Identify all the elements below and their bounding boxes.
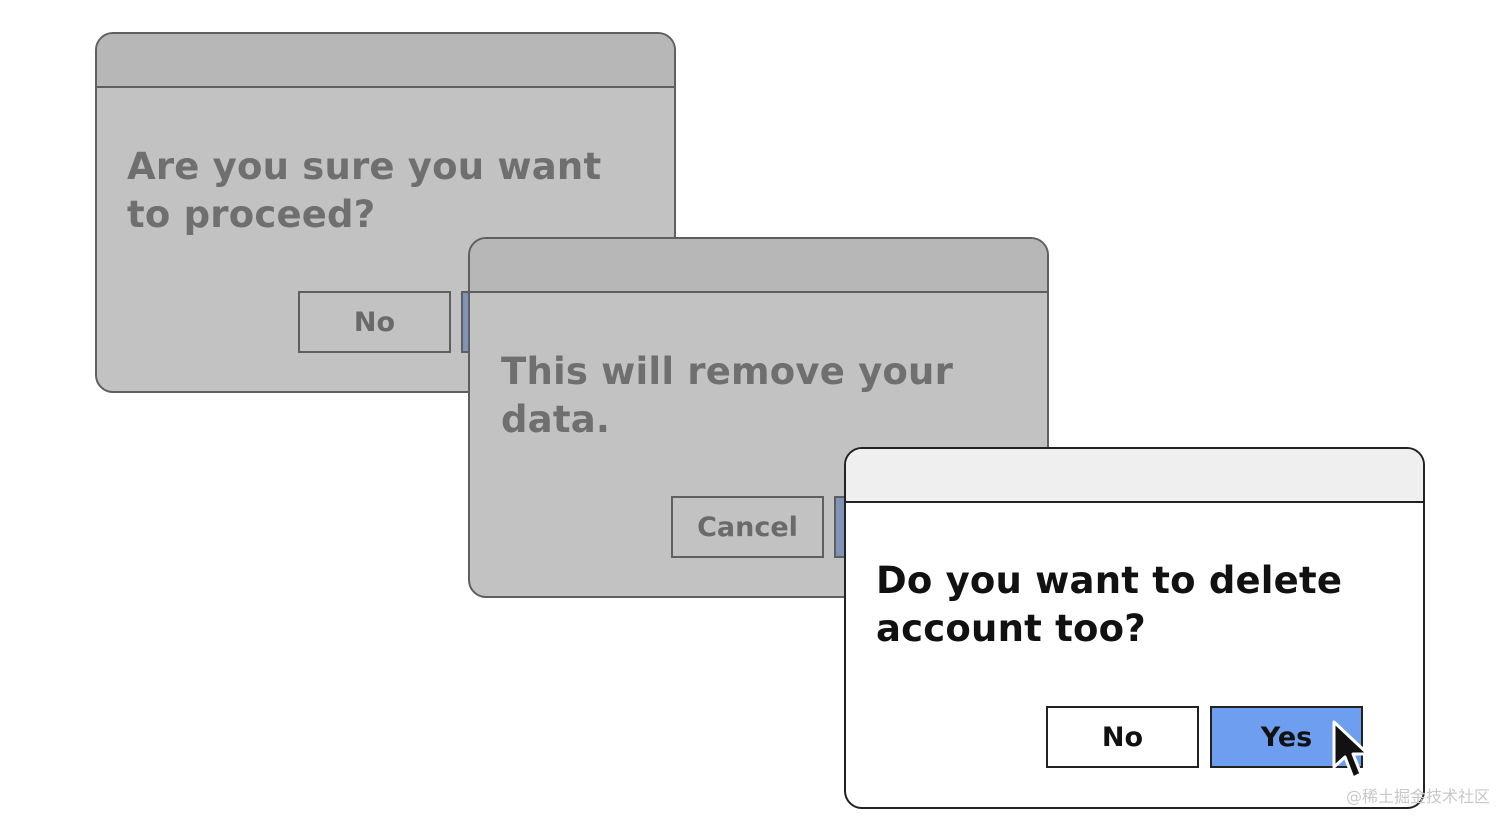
dialog-message-line: This will remove your: [501, 350, 954, 393]
dialog-title-bar: [97, 34, 674, 88]
cancel-button: Cancel: [671, 496, 824, 558]
dialog-message-line: to proceed?: [127, 193, 376, 236]
dialog-message: Are you sure you want to proceed?: [127, 143, 601, 239]
dialog-message-line: data.: [501, 398, 611, 441]
dialog-title-bar[interactable]: [846, 449, 1423, 503]
no-button[interactable]: No: [1046, 706, 1199, 768]
dialog-message-line: Are you sure you want: [127, 145, 602, 188]
dialog-message: Do you want to delete account too?: [876, 557, 1342, 653]
watermark-text: @稀土掘金技术社区: [1345, 787, 1490, 806]
dialog-message-line: Do you want to delete: [876, 559, 1343, 602]
no-button: No: [298, 291, 451, 353]
mouse-pointer-icon: [1332, 720, 1370, 780]
dialog-title-bar: [470, 239, 1047, 293]
dialog-message: This will remove your data.: [501, 348, 953, 444]
dialog-message-line: account too?: [876, 607, 1146, 650]
